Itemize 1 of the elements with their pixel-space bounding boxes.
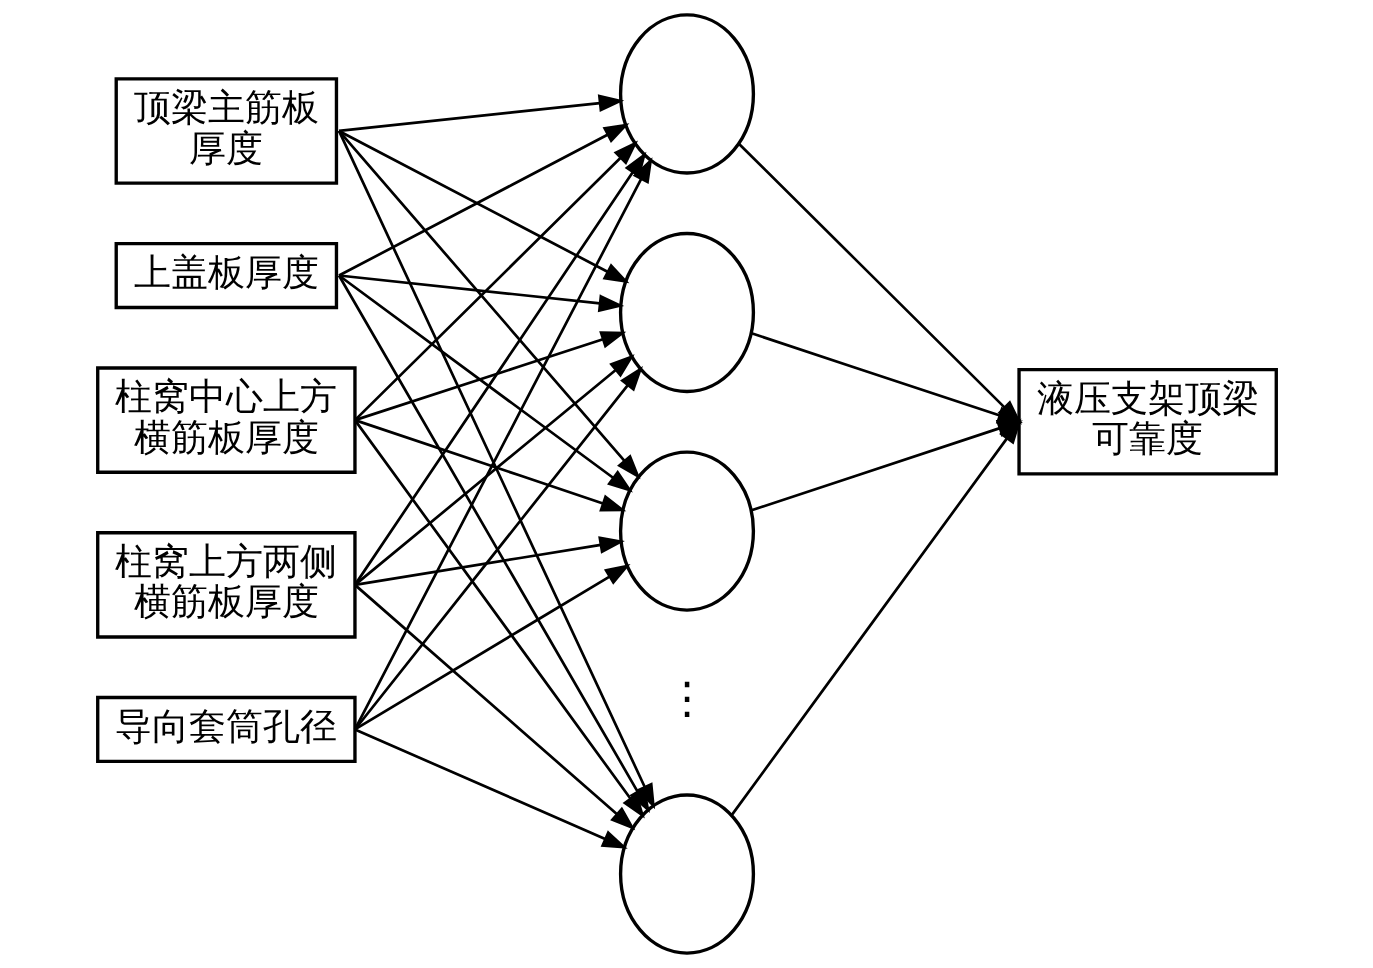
label: ⋮ (664, 672, 709, 724)
